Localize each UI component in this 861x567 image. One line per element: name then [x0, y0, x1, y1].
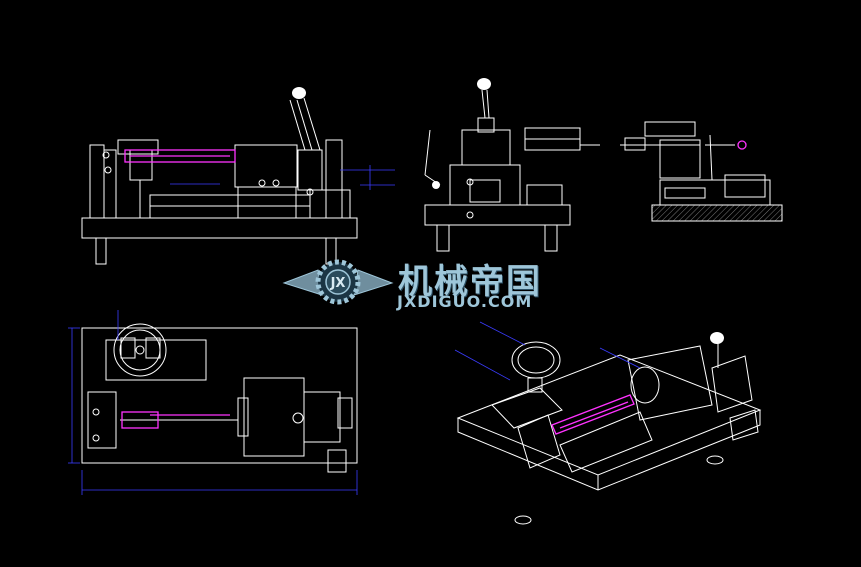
side-view-clamp-knob: [432, 181, 440, 189]
isometric-view: [456, 341, 762, 525]
section-view: [620, 121, 771, 206]
front-view-dimensions: [170, 165, 395, 190]
watermark-name-cn: 机械帝国: [398, 262, 542, 302]
side-view: [424, 89, 600, 252]
section-view-base-hatched: [651, 204, 783, 222]
watermark-logo: JX: [282, 259, 394, 305]
isometric-highlight: [551, 394, 635, 435]
isometric-handle-knob: [710, 332, 724, 344]
isometric-leaders: [454, 321, 641, 381]
side-view-handle-knob: [477, 78, 491, 90]
top-view-dimensions: [68, 310, 358, 495]
section-view-highlight: [737, 140, 747, 150]
front-view: [81, 97, 358, 265]
top-view-highlight: [121, 411, 230, 429]
watermark-site: JXDIGUO.COM: [397, 292, 533, 311]
watermark-logo-text: JX: [330, 276, 346, 291]
front-view-handle-knob: [292, 87, 306, 99]
front-view-highlight: [124, 149, 236, 163]
top-view: [81, 323, 358, 473]
